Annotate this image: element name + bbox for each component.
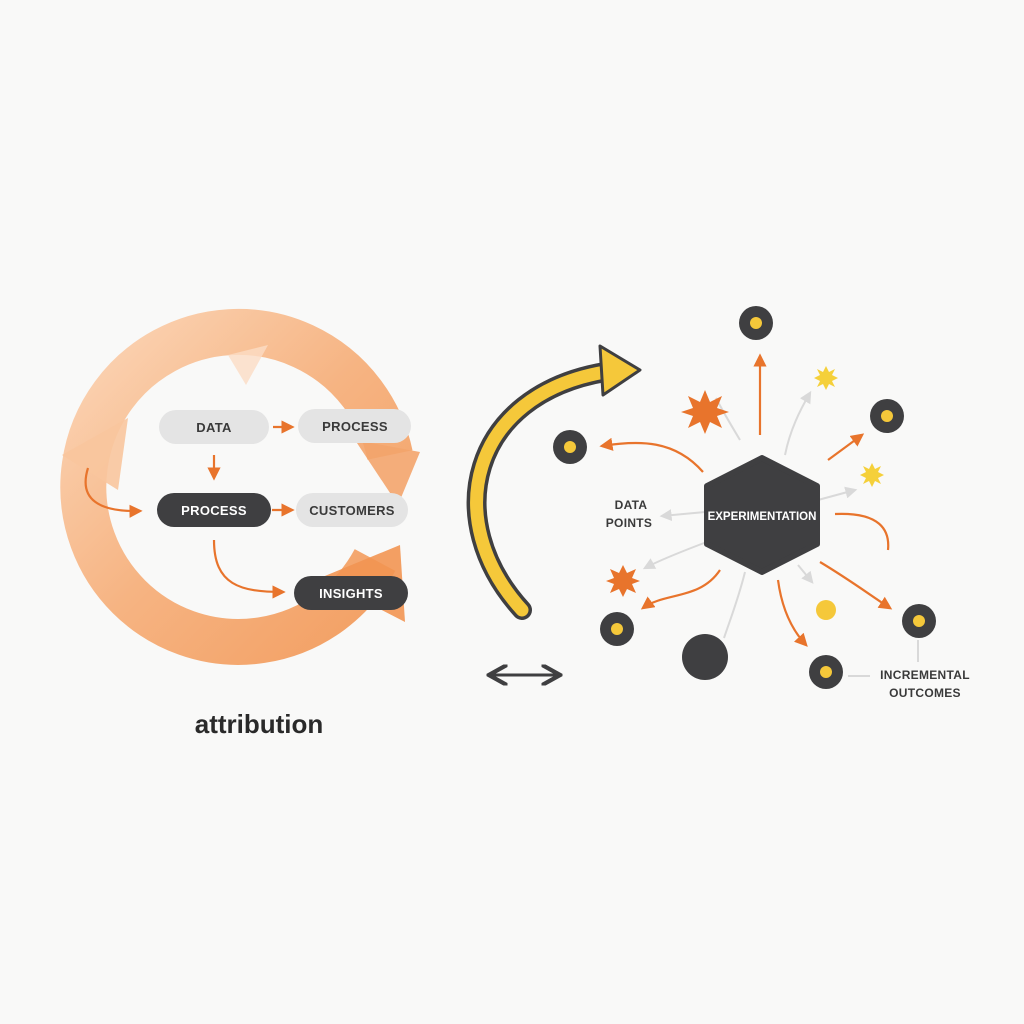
incremental-outcomes-label-line2: OUTCOMES <box>889 686 961 700</box>
cycle-arrowhead-right <box>355 440 420 505</box>
node-dot <box>870 399 904 433</box>
experiment-nodes <box>553 306 936 689</box>
experimentation-label: EXPERIMENTATION <box>708 511 817 523</box>
incremental-outcomes-label-line1: INCREMENTAL <box>880 668 970 682</box>
node-dot-yellow <box>816 600 836 620</box>
experimentation-arrows <box>599 353 919 677</box>
experimentation-hub: EXPERIMENTATION <box>704 455 820 575</box>
node-customers-label: CUSTOMERS <box>309 503 395 518</box>
arrow-loop-into-process <box>84 467 143 518</box>
node-insights-label: INSIGHTS <box>319 586 383 601</box>
burst-icon-yellow-top <box>814 366 838 390</box>
node-data: DATA <box>159 410 269 444</box>
data-points-label-line1: DATA <box>615 498 648 512</box>
burst-icon-yellow-right <box>860 463 884 487</box>
arrow-process-to-insights <box>212 539 286 599</box>
node-insights: INSIGHTS <box>294 576 408 610</box>
node-dot <box>553 430 587 464</box>
node-dot <box>902 604 936 638</box>
node-customers: CUSTOMERS <box>296 493 408 527</box>
attribution-caption: attribution <box>195 709 324 739</box>
cycle-arrowhead-top <box>228 345 268 385</box>
transition-arc <box>466 344 642 620</box>
node-dot-solid <box>682 634 728 680</box>
data-points-label-line2: POINTS <box>606 516 652 530</box>
burst-icons <box>606 366 884 597</box>
node-process-mid: PROCESS <box>157 493 271 527</box>
transition-arrowhead <box>598 344 642 397</box>
node-data-label: DATA <box>196 420 232 435</box>
node-process-top: PROCESS <box>298 409 411 443</box>
node-process-mid-label: PROCESS <box>181 503 247 518</box>
node-dot <box>809 655 843 689</box>
burst-icon-orange-small <box>606 565 640 597</box>
node-dot <box>739 306 773 340</box>
cycle-arrowhead-left <box>62 418 128 490</box>
burst-icon-orange-large <box>681 390 729 434</box>
node-process-top-label: PROCESS <box>322 419 388 434</box>
node-dot <box>600 612 634 646</box>
attribution-connectors <box>84 420 295 599</box>
